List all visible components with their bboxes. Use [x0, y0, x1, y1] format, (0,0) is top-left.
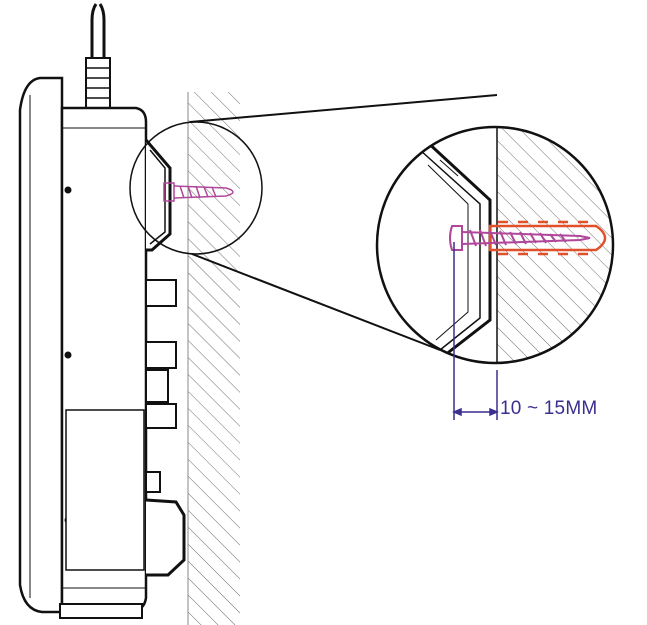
device-body	[18, 76, 186, 619]
dimension-indicator	[452, 242, 499, 420]
dimension-label: 10 ~ 15MM	[500, 398, 598, 419]
antenna	[85, 3, 111, 111]
wall-anchor	[488, 220, 607, 256]
magnifier-line-bottom	[191, 253, 441, 351]
zoom-detail	[375, 125, 615, 365]
screw-magnified	[449, 225, 591, 251]
screw-small	[163, 182, 234, 202]
wall-section-magnified	[497, 127, 613, 363]
wall-section	[188, 92, 240, 625]
magnifier-line-top	[189, 94, 498, 123]
